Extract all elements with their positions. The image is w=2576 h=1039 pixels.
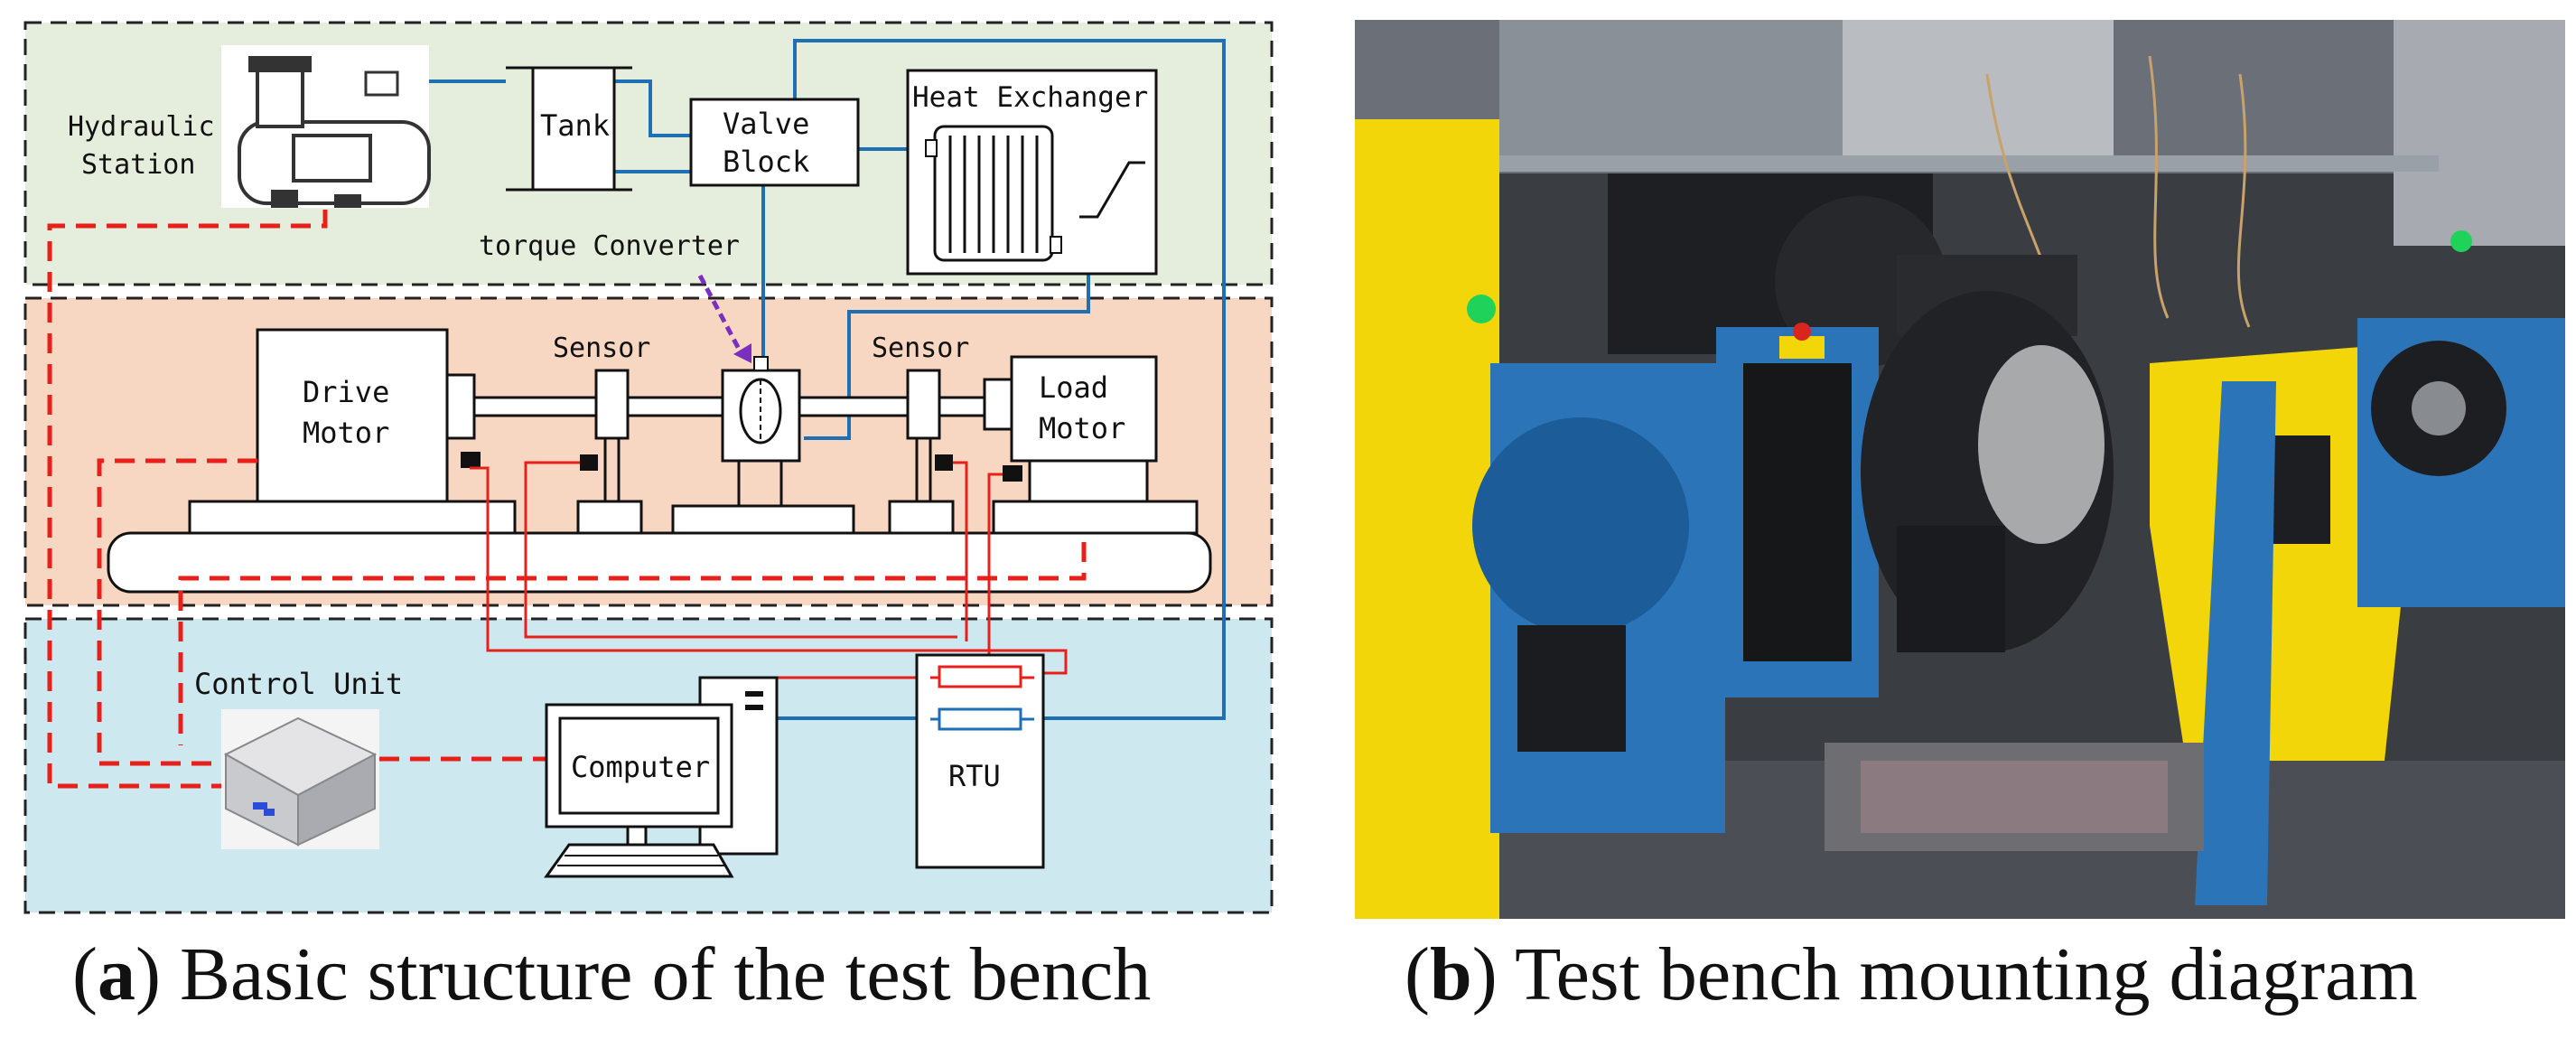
panel-a-schematic: Hydraulic Station Tank Valve Block Heat … xyxy=(23,21,1274,1016)
label-torque-converter: torque Converter xyxy=(479,230,740,262)
torque-converter xyxy=(721,356,801,506)
svg-text:Motor: Motor xyxy=(303,416,389,450)
sensor-left xyxy=(580,369,630,501)
load-motor: Load Motor xyxy=(983,355,1158,503)
svg-text:Drive: Drive xyxy=(303,375,389,409)
control-drive-motor xyxy=(97,458,257,766)
computer: Computer xyxy=(544,676,779,878)
caption-b: (b) Test bench mounting diagram xyxy=(1405,932,2418,1016)
svg-text:RTU: RTU xyxy=(948,759,1001,793)
svg-text:Station: Station xyxy=(81,149,195,181)
control-hydraulic xyxy=(47,210,328,789)
svg-text:Motor: Motor xyxy=(1039,411,1125,445)
svg-text:Load: Load xyxy=(1039,370,1108,405)
signal-drive-motor xyxy=(470,466,1068,675)
svg-text:Tank: Tank xyxy=(540,108,610,143)
control-load-motor xyxy=(178,542,1087,745)
svg-text:Heat Exchanger: Heat Exchanger xyxy=(912,81,1148,114)
label-sensor-right: Sensor xyxy=(872,332,969,364)
rtu: RTU xyxy=(915,653,1045,869)
svg-text:Block: Block xyxy=(723,145,809,179)
tank: Tank xyxy=(506,66,632,192)
test-bench-photo xyxy=(1355,20,2565,919)
label-hydraulic-station: Hydraulic xyxy=(68,111,215,143)
svg-text:Computer: Computer xyxy=(571,750,710,784)
label-sensor-left: Sensor xyxy=(553,332,650,364)
heat-exchanger: Heat Exchanger xyxy=(906,69,1158,276)
line-top-loop xyxy=(793,39,1226,720)
sensor-right xyxy=(906,369,953,501)
blue-stand xyxy=(2195,381,2276,905)
line-tank-valve-1 xyxy=(614,80,691,137)
bench-base xyxy=(107,531,1212,594)
signal-sensor-left xyxy=(524,461,957,639)
drive-motor: Drive Motor xyxy=(256,328,481,503)
signal-sensor-right xyxy=(953,461,968,641)
svg-text:Valve: Valve xyxy=(723,107,809,141)
control-unit xyxy=(221,709,379,849)
schematic-diagram: Hydraulic Station Tank Valve Block Heat … xyxy=(23,21,1274,914)
valve-block: Valve Block xyxy=(689,98,860,187)
status-light-right xyxy=(2450,230,2472,252)
label-control-unit: Control Unit xyxy=(194,667,403,701)
panel-b-photo: (b) Test bench mounting diagram xyxy=(1355,20,2565,1016)
hydraulic-station xyxy=(221,45,431,208)
caption-a: (a) Basic structure of the test bench xyxy=(72,932,1152,1016)
status-light-left xyxy=(1467,295,1496,323)
